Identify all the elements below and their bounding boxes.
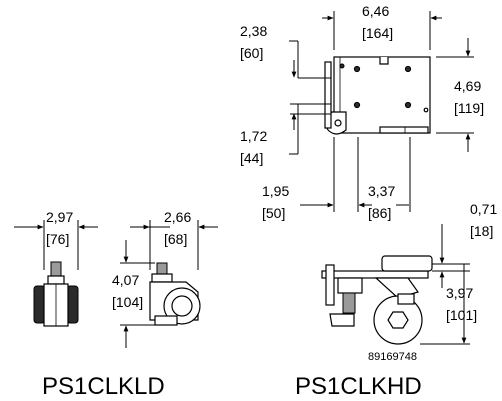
dim-ld-side-width-mm: [68] [164, 231, 187, 247]
dim-hd-height-mm: [101] [446, 307, 477, 323]
dim-bottom-left-mm: [50] [262, 205, 285, 221]
hd-side-view: 0,71 [18] 3,97 [101] 89169748 [321, 201, 497, 363]
bolt-hole [404, 65, 412, 73]
dim-left-lower-in: 1,72 [240, 128, 267, 144]
model-label-hd: PS1CLKHD [295, 373, 422, 400]
dim-top-width-in: 6,46 [362, 3, 389, 19]
dim-bottom-right-mm: [86] [368, 205, 391, 221]
model-label-ld: PS1CLKLD [42, 373, 165, 400]
dim-bottom-right-in: 3,37 [368, 183, 395, 199]
dim-top-width-mm: [164] [362, 25, 393, 41]
dim-right-height-mm: [119] [454, 100, 484, 116]
mounting-plate [333, 56, 431, 134]
bolt-hole [339, 63, 345, 69]
dim-left-lower-mm: [44] [240, 150, 263, 166]
dim-left-upper-in: 2,38 [240, 23, 267, 39]
top-plan-view: 6,46 [164] 2,38 [60] 1,72 [44] 4,69 [119… [240, 3, 484, 221]
part-code: 89169748 [368, 351, 417, 363]
dim-left-upper-mm: [60] [240, 45, 263, 61]
dim-ld-height-in: 4,07 [112, 272, 139, 288]
dim-hd-lift-mm: [18] [470, 223, 493, 239]
dim-ld-height-mm: [104] [112, 294, 143, 310]
dim-right-height-in: 4,69 [454, 78, 481, 94]
ld-front-view: 2,97 [76] [14, 209, 98, 327]
bolt-hole [353, 101, 361, 109]
dim-ld-front-width-mm: [76] [46, 231, 69, 247]
bolt-hole [404, 101, 412, 109]
dim-ld-front-width-in: 2,97 [46, 209, 73, 225]
dim-hd-height-in: 3,97 [446, 285, 473, 301]
dim-ld-side-width-in: 2,66 [164, 209, 191, 225]
bolt-hole [353, 65, 361, 73]
dim-hd-lift-in: 0,71 [470, 201, 497, 217]
ld-side-view: 2,66 [68] 4,07 [104] [112, 209, 218, 348]
dim-bottom-left-in: 1,95 [262, 183, 289, 199]
